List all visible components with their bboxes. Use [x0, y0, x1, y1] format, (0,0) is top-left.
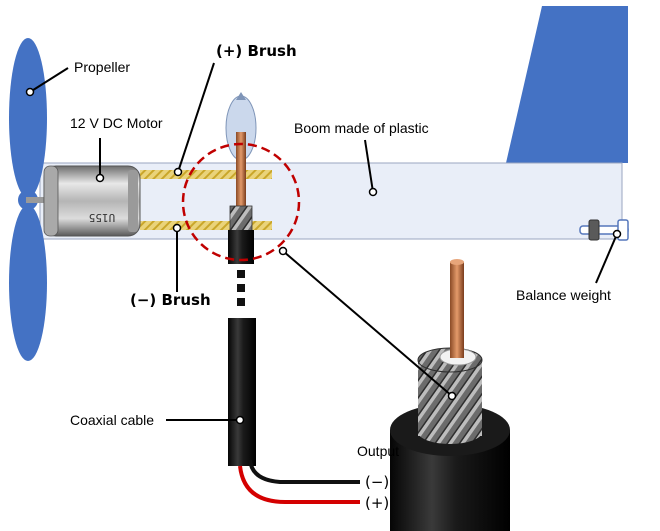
- output-plus-label: (+): [365, 494, 389, 512]
- motor-marking: U155: [89, 211, 116, 224]
- zoom-callout-dot-end: [447, 391, 457, 401]
- brush-plus-label: (+) Brush: [216, 42, 297, 60]
- balance-weight-callout-line: [595, 233, 618, 284]
- motor-label: 12 V DC Motor: [70, 115, 163, 131]
- propeller-blade-top: [9, 38, 47, 198]
- highlight-circle: [181, 142, 301, 262]
- balance-weight-callout-dot: [612, 229, 622, 239]
- output-label: Output: [357, 443, 399, 459]
- cable-gap-dot-1: [237, 270, 245, 278]
- propeller-callout-line: [29, 67, 69, 93]
- output-wire-black: [248, 459, 360, 484]
- zoom-callout-dot: [278, 246, 288, 256]
- balance-weight-label: Balance weight: [516, 287, 611, 303]
- boom-callout-dot: [368, 187, 378, 197]
- brush-plus-callout-line: [177, 62, 215, 173]
- coaxial-cable-callout-dot: [235, 415, 245, 425]
- tail-fin: [506, 6, 628, 163]
- coaxial-cable-label: Coaxial cable: [70, 412, 154, 428]
- output-wire-red: [238, 465, 360, 504]
- coax-cable-cross-section-icon: [390, 259, 510, 531]
- brush-plus: [140, 170, 272, 179]
- boom-callout-line: [364, 139, 374, 193]
- brush-minus: [140, 221, 272, 230]
- motor-shaft: [26, 197, 48, 203]
- propeller-blade-bottom: [9, 205, 47, 361]
- zoom-callout-line: [282, 250, 453, 397]
- brush-minus-callout-dot: [172, 223, 182, 233]
- output-minus-label: (−): [365, 473, 389, 491]
- cable-gap-dot-2: [237, 284, 245, 292]
- dc-motor-icon: U155: [43, 165, 141, 237]
- coaxial-cable-segment: [228, 318, 256, 466]
- boom-label: Boom made of plastic: [294, 120, 429, 136]
- motor-callout-dot: [95, 173, 105, 183]
- brush-minus-label: (−) Brush: [130, 291, 211, 309]
- propeller-label: Propeller: [74, 59, 130, 75]
- propeller-callout-dot: [25, 87, 35, 97]
- cable-gap-dot-3: [237, 298, 245, 306]
- brush-plus-callout-dot: [173, 167, 183, 177]
